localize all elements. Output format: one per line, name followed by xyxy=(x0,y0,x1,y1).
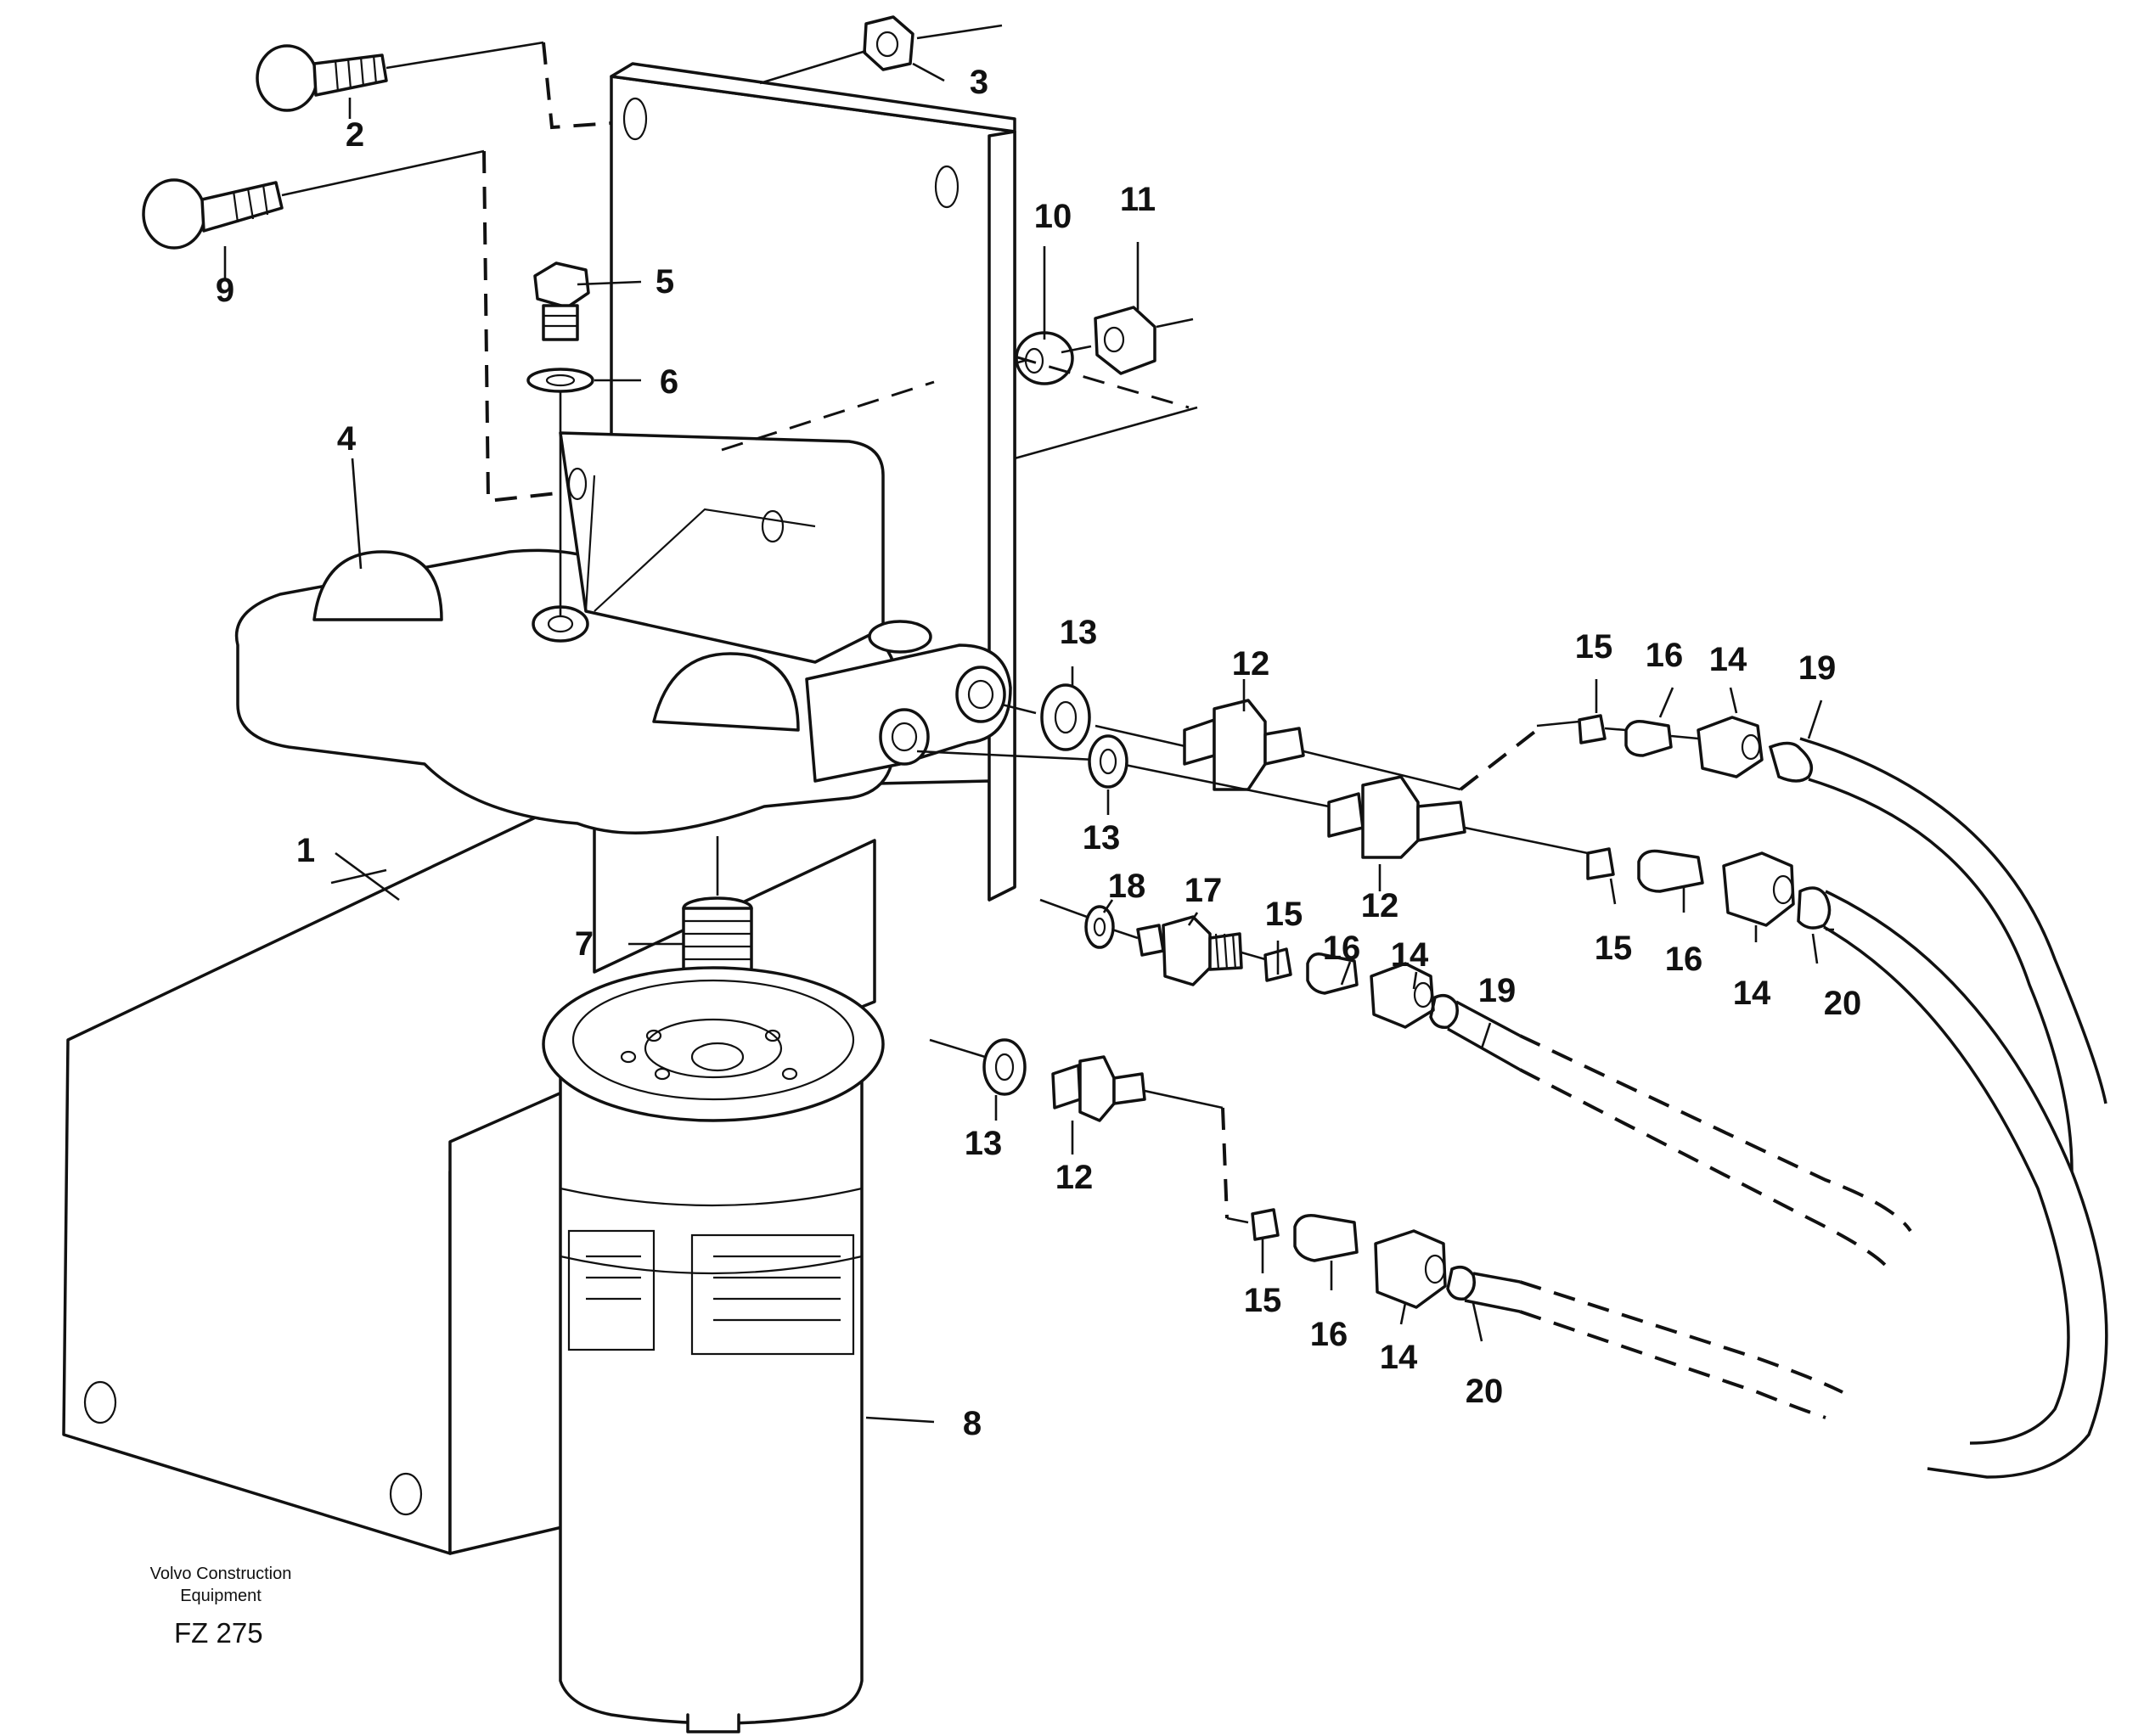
fittings-top-right xyxy=(1578,714,1764,778)
fittings-mid-right xyxy=(1586,847,1795,927)
callout-7: 7 xyxy=(575,925,594,963)
callout-11: 11 xyxy=(1120,181,1156,218)
callout-13-lower: 13 xyxy=(965,1125,1003,1162)
brand-line-1: Volvo Construction xyxy=(150,1565,292,1583)
callout-14-mid: 14 xyxy=(1733,975,1771,1012)
callout-20-upper: 20 xyxy=(1824,985,1862,1022)
callout-15-left: 15 xyxy=(1265,896,1303,933)
callout-19-upper: 19 xyxy=(1798,649,1837,687)
callout-8: 8 xyxy=(963,1405,982,1442)
callout-12-lower: 12 xyxy=(1055,1159,1094,1196)
callout-12-upper: 12 xyxy=(1232,645,1270,683)
callout-18: 18 xyxy=(1108,868,1146,905)
callout-17: 17 xyxy=(1185,872,1223,909)
callout-labels: 1 2 3 4 5 6 7 8 9 10 11 12 12 12 13 13 1… xyxy=(216,64,1861,1442)
hose-20-upper xyxy=(1797,886,2108,1479)
filter-head-4 xyxy=(234,431,1012,834)
hose-20-lower xyxy=(1446,1265,1843,1419)
footer: Volvo Construction Equipment FZ 275 xyxy=(150,1565,292,1649)
figure-code: FZ 275 xyxy=(174,1617,263,1649)
callout-14-bottom: 14 xyxy=(1380,1339,1418,1376)
callout-3: 3 xyxy=(970,64,988,101)
oil-filter-8 xyxy=(542,966,935,1733)
callout-13-upper: 13 xyxy=(1060,614,1098,651)
callout-15-top: 15 xyxy=(1575,628,1613,666)
nut-3 xyxy=(759,15,1003,85)
callout-19-lower: 19 xyxy=(1478,972,1517,1009)
callout-16-left: 16 xyxy=(1323,930,1361,967)
callout-15-bottom: 15 xyxy=(1244,1282,1282,1319)
callout-5: 5 xyxy=(656,263,674,301)
hose-19-upper xyxy=(1768,737,2107,1172)
callout-6: 6 xyxy=(660,363,678,401)
callout-14-top: 14 xyxy=(1709,641,1747,678)
callout-16-top: 16 xyxy=(1646,637,1684,674)
plate-edge-line xyxy=(1014,406,1198,460)
fitting-line-middle xyxy=(916,734,1589,859)
fitting-line-upper xyxy=(1001,683,1580,791)
callout-10: 10 xyxy=(1034,198,1072,235)
callout-16-mid: 16 xyxy=(1665,941,1703,978)
brand-line-2: Equipment xyxy=(180,1587,262,1605)
callout-14-left: 14 xyxy=(1391,936,1429,974)
nut-11 xyxy=(1094,306,1156,375)
callout-1: 1 xyxy=(296,832,315,869)
callout-20-lower: 20 xyxy=(1466,1373,1504,1410)
stud-dash xyxy=(721,355,1190,452)
fittings-lower-left xyxy=(1039,898,1435,1029)
washer-6 xyxy=(526,368,594,393)
bolt-2 xyxy=(256,41,612,130)
fittings-bottom xyxy=(929,1038,1447,1309)
callout-13-middle: 13 xyxy=(1083,819,1121,857)
callout-15-mid: 15 xyxy=(1595,930,1633,967)
callout-12-middle: 12 xyxy=(1361,887,1399,924)
leader-lines xyxy=(223,62,1834,1342)
plug-5 xyxy=(533,261,590,341)
callout-2: 2 xyxy=(346,116,364,154)
callout-4: 4 xyxy=(337,420,357,458)
callout-16-bottom: 16 xyxy=(1310,1316,1348,1353)
callout-9: 9 xyxy=(216,272,234,309)
bolt-9 xyxy=(142,149,566,503)
hose-19-lower xyxy=(1429,993,1912,1267)
